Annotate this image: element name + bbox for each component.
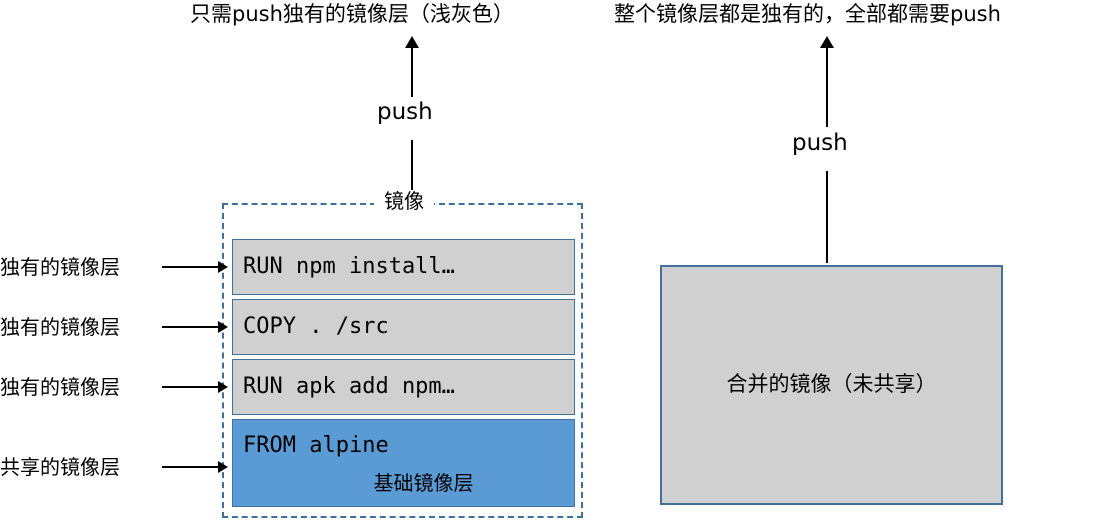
push-arrow-shaft-right-upper — [826, 47, 828, 127]
merged-image-box[interactable]: 合并的镜像（未共享） — [660, 265, 1003, 505]
layer-command: COPY . /src — [243, 313, 389, 339]
layer-command: RUN npm install… — [243, 253, 455, 279]
side-arrow-shaft-1 — [162, 266, 220, 268]
side-label-unique-layer-3: 独有的镜像层 — [0, 375, 120, 399]
side-label-unique-layer-2: 独有的镜像层 — [0, 315, 120, 339]
side-arrowhead-1-icon — [218, 261, 228, 273]
side-arrowhead-4-icon — [218, 461, 228, 473]
merged-image-label: 合并的镜像（未共享） — [726, 372, 937, 396]
base-layer-sublabel: 基础镜像层 — [373, 471, 474, 496]
push-label-left: push — [371, 101, 439, 124]
push-arrow-shaft-left-lower — [411, 140, 413, 190]
layer-row[interactable]: COPY . /src — [232, 299, 575, 355]
side-label-shared-layer: 共享的镜像层 — [0, 455, 120, 479]
layer-row[interactable]: RUN npm install… — [232, 239, 575, 295]
side-arrow-shaft-2 — [162, 326, 220, 328]
layer-command: FROM alpine — [243, 433, 389, 458]
side-label-unique-layer-1: 独有的镜像层 — [0, 255, 120, 279]
push-arrow-shaft-right-lower — [826, 171, 828, 263]
layer-row[interactable]: RUN apk add npm… — [232, 359, 575, 415]
push-arrow-shaft-left-upper — [411, 47, 413, 97]
caption-left-push-unique-layers: 只需push独有的镜像层（浅灰色） — [190, 2, 514, 26]
layer-command: RUN apk add npm… — [243, 373, 455, 399]
side-arrow-shaft-3 — [162, 386, 220, 388]
caption-right-push-all-layers: 整个镜像层都是独有的，全部都需要push — [614, 2, 1001, 26]
push-arrowhead-right-icon — [820, 36, 834, 48]
image-group-label: 镜像 — [374, 191, 434, 211]
side-arrowhead-2-icon — [218, 321, 228, 333]
side-arrow-shaft-4 — [162, 466, 220, 468]
layer-stack: RUN npm install… COPY . /src RUN apk add… — [232, 239, 575, 507]
side-arrowhead-3-icon — [218, 381, 228, 393]
layer-row-base[interactable]: FROM alpine 基础镜像层 — [232, 419, 575, 507]
push-label-right: push — [786, 132, 854, 155]
push-arrowhead-left-icon — [405, 36, 419, 48]
